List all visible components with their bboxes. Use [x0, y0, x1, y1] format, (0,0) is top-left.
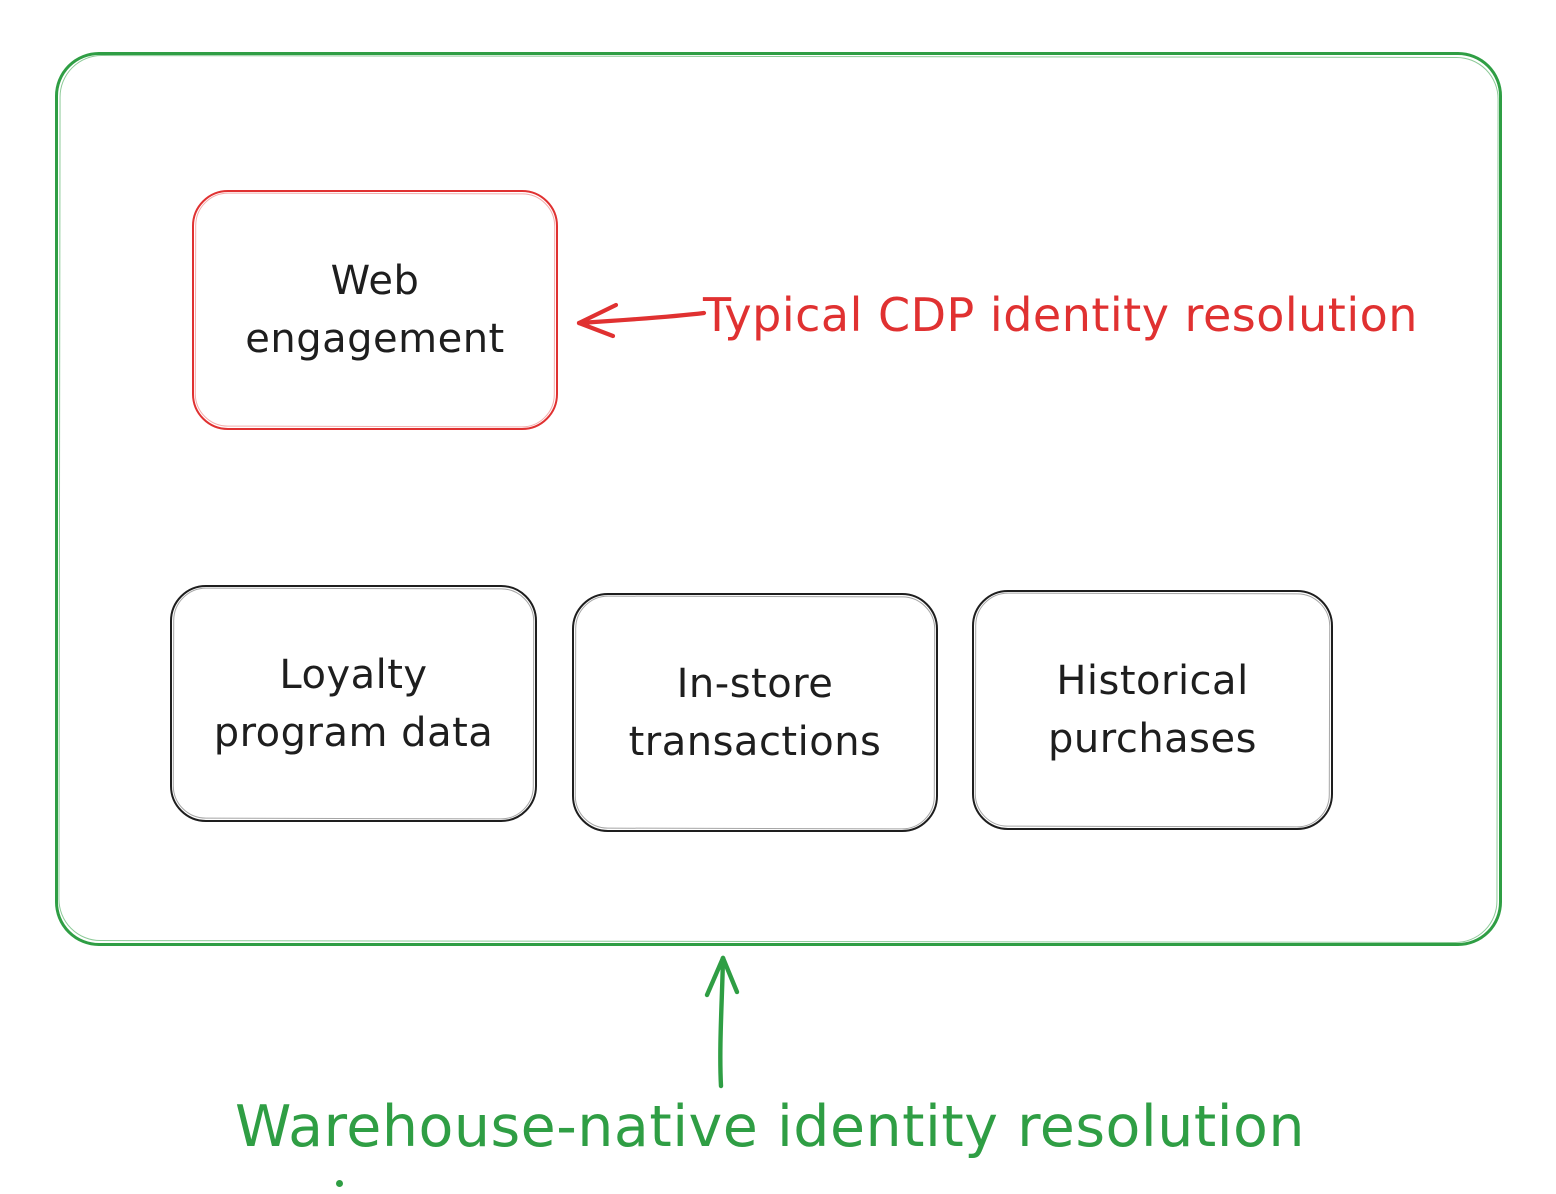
node-web-engagement-label: Web engagement [245, 258, 505, 362]
cdp-annotation-label: Typical CDP identity resolution [703, 288, 1418, 342]
node-in-store-transactions-label: In-store transactions [628, 660, 882, 765]
arrow-up-icon [704, 955, 740, 1089]
arrow-left-icon [576, 302, 707, 339]
warehouse-container-frame [55, 52, 1502, 946]
stray-ink-dot [336, 1180, 343, 1187]
node-loyalty-program-data: Loyalty program data [170, 585, 537, 822]
node-historical-purchases-label: Historical purchases [1048, 658, 1257, 762]
node-in-store-transactions: In-store transactions [572, 593, 938, 832]
warehouse-annotation-label: Warehouse-native identity resolution [234, 1094, 1306, 1160]
node-historical-purchases: Historical purchases [972, 590, 1333, 830]
node-web-engagement: Web engagement [192, 190, 558, 430]
node-loyalty-program-data-label: Loyalty program data [213, 651, 494, 756]
